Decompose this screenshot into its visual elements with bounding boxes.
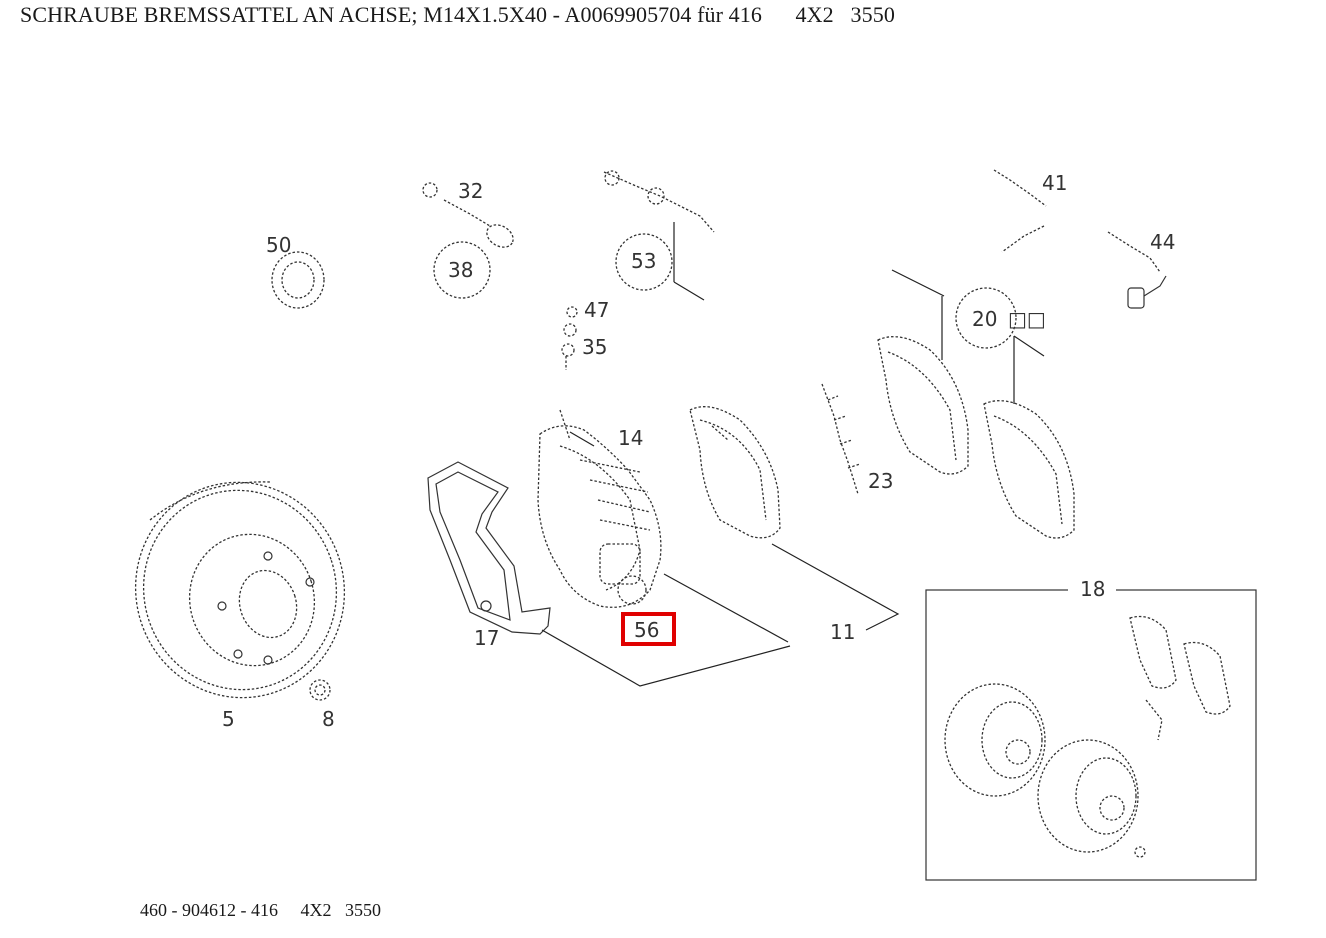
footer-caption: 460 - 904612 - 416 4X2 3550 <box>140 900 381 920</box>
callout-label: 35 <box>582 335 607 359</box>
callout-14[interactable]: 14 <box>618 426 643 450</box>
callout-label: 5 <box>222 707 235 731</box>
callout-20[interactable]: 20 □□ <box>972 307 1046 331</box>
wear-sensor-part <box>993 169 1047 253</box>
callout-44[interactable]: 44 <box>1150 230 1175 254</box>
callout-label: 41 <box>1042 171 1067 195</box>
callout-50[interactable]: 50 <box>266 233 291 257</box>
callout-label: 47 <box>584 298 609 322</box>
callout-label: 14 <box>618 426 643 450</box>
brake-kit-box <box>925 578 1257 881</box>
bolt-small-part <box>561 306 578 370</box>
highlight-box <box>621 612 676 646</box>
guide-pin-part <box>603 170 715 291</box>
bleeder-screw-part <box>422 182 514 248</box>
callout-5[interactable]: 5 <box>222 707 235 731</box>
dust-cap-part <box>271 251 325 309</box>
callout-label: 18 <box>1080 577 1105 601</box>
brake-disc-part <box>134 481 346 699</box>
callout-17[interactable]: 17 <box>474 626 499 650</box>
callout-41[interactable]: 41 <box>1042 171 1067 195</box>
callout-label: 20 <box>972 307 997 331</box>
callout-38[interactable]: 38 <box>448 258 473 282</box>
leader-lines <box>541 222 1045 687</box>
callout-label: 8 <box>322 707 335 731</box>
seal-ring-part <box>433 241 491 299</box>
callout-56[interactable]: 56 <box>621 612 676 646</box>
brake-pad-set-part <box>877 336 1075 539</box>
callout-label: 44 <box>1150 230 1175 254</box>
caliper-carrier-part <box>427 461 551 635</box>
callout-marks: □□ <box>1008 307 1046 331</box>
callout-53[interactable]: 53 <box>631 249 656 273</box>
wheel-bolt-part <box>309 679 331 701</box>
callout-8[interactable]: 8 <box>322 707 335 731</box>
retaining-ring-part <box>955 287 1017 349</box>
callout-35[interactable]: 35 <box>582 335 607 359</box>
callout-label: 50 <box>266 233 291 257</box>
callout-23[interactable]: 23 <box>868 469 893 493</box>
page-title: SCHRAUBE BREMSSATTEL AN ACHSE; M14X1.5X4… <box>20 2 895 27</box>
brake-pad-part <box>689 406 781 539</box>
sensor-cable-part <box>1107 231 1167 309</box>
callout-label: 38 <box>448 258 473 282</box>
callout-32[interactable]: 32 <box>458 179 483 203</box>
callout-label: 56 <box>634 618 659 642</box>
callout-label: 11 <box>830 620 855 644</box>
callout-label: 17 <box>474 626 499 650</box>
callout-11[interactable]: 11 <box>830 620 855 644</box>
callout-label: 53 <box>631 249 656 273</box>
callout-47[interactable]: 47 <box>584 298 609 322</box>
callout-label: 32 <box>458 179 483 203</box>
brake-caliper-part <box>537 409 662 608</box>
pad-spring-part <box>821 383 861 495</box>
callout-18[interactable]: 18 <box>1080 577 1105 601</box>
callout-label: 23 <box>868 469 893 493</box>
